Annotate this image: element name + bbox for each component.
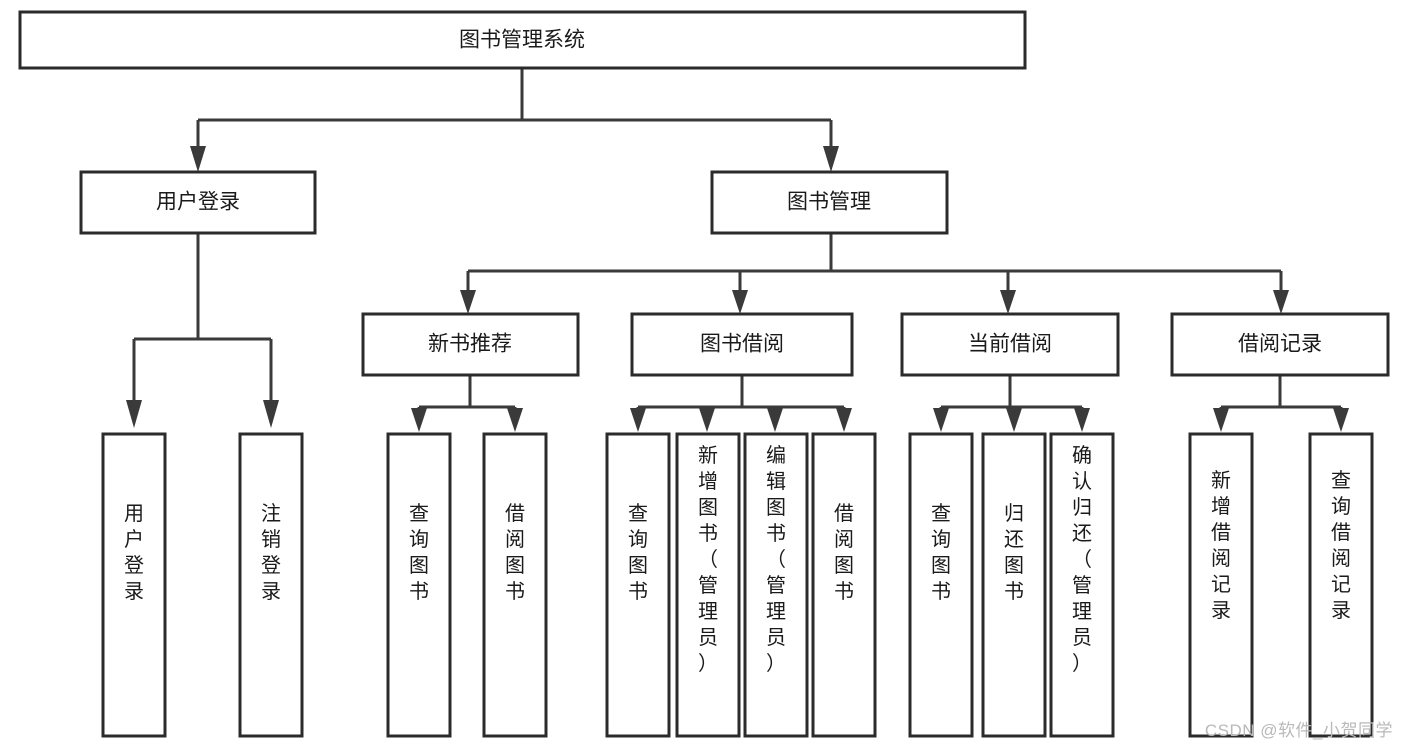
arrowhead-record-leaf-2 [1333, 408, 1349, 432]
leaf-edit-book-admin[interactable]: 编辑图书（管理员） [743, 432, 809, 738]
leaf-return-book-box[interactable] [981, 432, 1047, 738]
csdn-watermark: CSDN @软件_小贺同学 [1204, 721, 1393, 740]
leaf-query-borrow-record-box[interactable] [1308, 432, 1374, 738]
leaf-user-login-label: 用户登录 [124, 503, 144, 603]
leaf-user-login-box[interactable] [101, 432, 167, 738]
node-layer: 图书管理系统 用户登录 图书管理 新书推荐 图书借阅 当前 [18, 10, 1390, 738]
arrowhead-current-leaf-1 [933, 408, 949, 432]
arrowhead-borrow-leaf-1 [630, 408, 646, 432]
leaf-borrow-book[interactable]: 借阅图书 [811, 432, 877, 738]
arrowhead-logout-leaf [263, 400, 279, 428]
node-book-management-label: 图书管理 [787, 191, 871, 214]
node-current-borrow-label: 当前借阅 [968, 333, 1052, 356]
arrowhead-newbook-leaf-2 [507, 408, 523, 432]
node-borrow-record[interactable]: 借阅记录 [1170, 312, 1390, 377]
arrowhead-current-leaf-3 [1074, 408, 1090, 432]
arrowhead-user-login-leaf [126, 400, 142, 428]
node-book-management[interactable]: 图书管理 [710, 170, 949, 235]
node-root-label: 图书管理系统 [459, 29, 585, 52]
leaf-logout[interactable]: 注销登录 [238, 432, 304, 738]
leaf-confirm-return-admin-box[interactable] [1049, 432, 1115, 738]
leaf-logout-label: 注销登录 [261, 502, 281, 603]
node-book-management-box[interactable] [710, 170, 949, 235]
arrowhead-borrow-leaf-3 [767, 408, 783, 432]
node-book-borrow-label: 图书借阅 [700, 333, 784, 356]
arrowhead-current [1000, 290, 1016, 314]
node-book-borrow-box[interactable] [630, 312, 854, 377]
arrowhead-borrow-leaf-2 [699, 408, 715, 432]
leaf-borrow-book-newbook[interactable]: 借阅图书 [482, 432, 548, 738]
leaf-borrow-book-newbook-box[interactable] [482, 432, 548, 738]
leaf-add-borrow-record-label: 新增借阅记录 [1211, 469, 1231, 622]
leaf-edit-book-admin-box[interactable] [743, 432, 809, 738]
node-new-book-recommend[interactable]: 新书推荐 [361, 312, 580, 377]
leaf-query-book-borrow-box[interactable] [605, 432, 671, 738]
leaf-query-borrow-record[interactable]: 查询借阅记录 [1308, 432, 1374, 738]
arrowhead-book-mgmt [823, 146, 839, 172]
leaf-query-book-current-box[interactable] [908, 432, 974, 738]
node-new-book-recommend-label: 新书推荐 [428, 333, 512, 356]
arrowhead-record-leaf-1 [1213, 408, 1229, 432]
node-user-login-label: 用户登录 [156, 191, 240, 214]
arrowhead-newbook [460, 290, 476, 314]
node-borrow-record-label: 借阅记录 [1238, 333, 1322, 356]
leaf-user-login[interactable]: 用户登录 [101, 432, 167, 738]
arrowhead-borrow [732, 290, 748, 314]
node-book-borrow[interactable]: 图书借阅 [630, 312, 854, 377]
arrowhead-newbook-leaf-1 [411, 408, 427, 432]
arrowhead-user-login [190, 146, 206, 172]
node-user-login-box[interactable] [79, 170, 317, 235]
leaf-confirm-return-admin[interactable]: 确认归还（管理员） [1049, 432, 1115, 738]
leaf-nodes: 用户登录 注销登录 查询图书 借阅图书 查询图书 [101, 432, 1374, 738]
node-borrow-record-box[interactable] [1170, 312, 1390, 377]
leaf-query-borrow-record-label: 查询借阅记录 [1331, 469, 1351, 622]
node-user-login[interactable]: 用户登录 [79, 170, 317, 235]
arrowhead-record [1273, 290, 1289, 314]
leaf-add-book-admin-label: 新增图书（管理员） [698, 444, 718, 675]
leaf-confirm-return-admin-label: 确认归还（管理员） [1072, 444, 1092, 675]
leaf-add-borrow-record-box[interactable] [1188, 432, 1254, 738]
leaf-query-book-current-label: 查询图书 [931, 502, 951, 603]
node-new-book-recommend-box[interactable] [361, 312, 580, 377]
leaf-add-borrow-record[interactable]: 新增借阅记录 [1188, 432, 1254, 738]
leaf-query-book-newbook[interactable]: 查询图书 [386, 432, 452, 738]
leaf-query-book-borrow-label: 查询图书 [628, 502, 648, 603]
leaf-return-book-label: 归还图书 [1004, 502, 1024, 603]
leaf-logout-box[interactable] [238, 432, 304, 738]
connector-layer [126, 68, 1349, 432]
node-root[interactable]: 图书管理系统 [18, 10, 1027, 70]
leaf-add-book-admin[interactable]: 新增图书（管理员） [675, 432, 741, 738]
leaf-query-book-borrow[interactable]: 查询图书 [605, 432, 671, 738]
node-current-borrow[interactable]: 当前借阅 [900, 312, 1120, 377]
leaf-return-book[interactable]: 归还图书 [981, 432, 1047, 738]
leaf-query-book-current[interactable]: 查询图书 [908, 432, 974, 738]
leaf-add-book-admin-box[interactable] [675, 432, 741, 738]
leaf-borrow-book-box[interactable] [811, 432, 877, 738]
arrowhead-borrow-leaf-4 [836, 408, 852, 432]
arrowhead-current-leaf-2 [1006, 408, 1022, 432]
leaf-borrow-book-label: 借阅图书 [834, 502, 854, 603]
leaf-query-book-newbook-label: 查询图书 [409, 502, 429, 603]
leaf-borrow-book-newbook-label: 借阅图书 [505, 502, 525, 603]
node-root-box[interactable] [18, 10, 1027, 70]
node-current-borrow-box[interactable] [900, 312, 1120, 377]
leaf-query-book-newbook-box[interactable] [386, 432, 452, 738]
leaf-edit-book-admin-label: 编辑图书（管理员） [766, 444, 786, 675]
